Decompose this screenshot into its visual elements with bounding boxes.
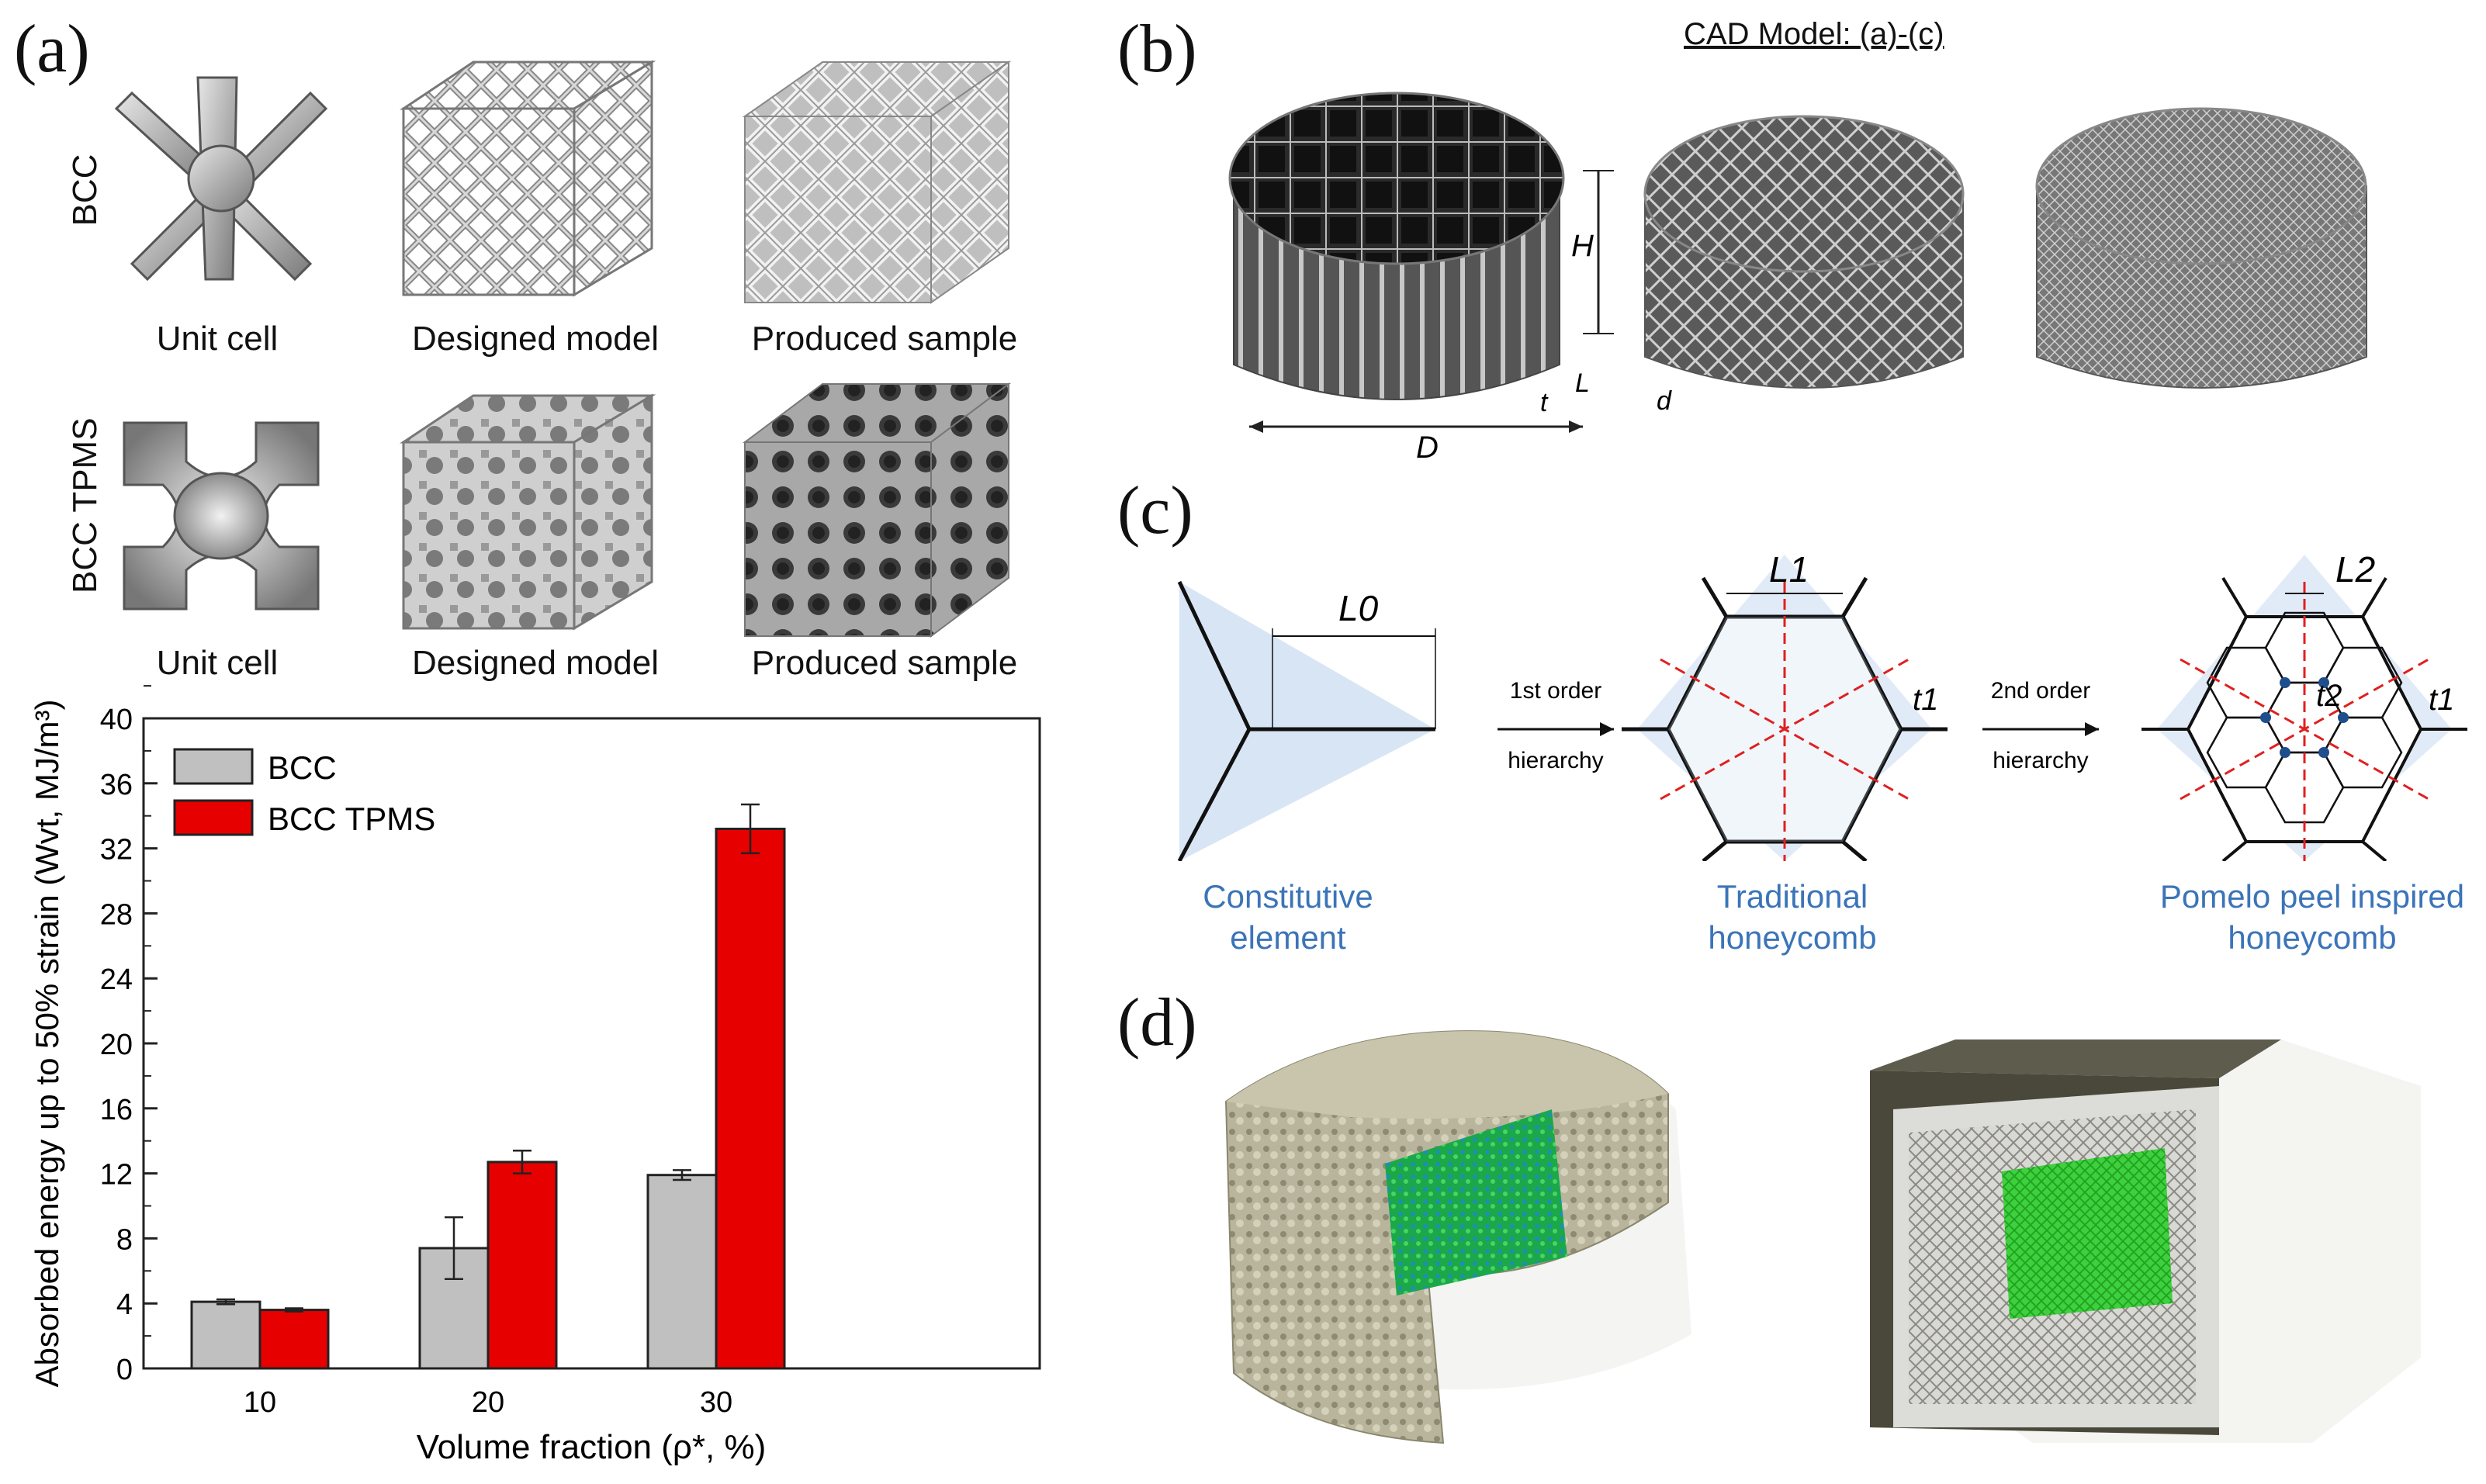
scaffold-block xyxy=(1870,1039,2421,1443)
bcc-designed-model-image xyxy=(400,60,656,297)
label-L0: L0 xyxy=(1338,588,1379,628)
label-L1: L1 xyxy=(1769,549,1809,590)
y-axis: 0 4 8 12 16 20 24 28 32 36 40 xyxy=(100,685,158,1386)
arrow1-bottom: hierarchy xyxy=(1508,748,1603,773)
y-tick-label: 8 xyxy=(116,1223,133,1256)
y-tick-label: 4 xyxy=(116,1289,133,1321)
label-t1-traditional: t1 xyxy=(1913,683,1938,717)
energy-bar-chart: 0 4 8 12 16 20 24 28 32 36 40 10 20 30 BCC BCC TPMS V… xyxy=(29,685,1041,1466)
square-lattice-cylinder xyxy=(1228,92,1565,400)
x-axis-label: Volume fraction (ρ*, %) xyxy=(417,1428,767,1466)
y-tick-label: 32 xyxy=(100,834,133,867)
label-t2: t2 xyxy=(2316,679,2342,713)
row-label-bcc: BCC xyxy=(66,154,104,227)
panel-a-label: (a) xyxy=(14,12,90,87)
x-tick-label: 30 xyxy=(700,1386,732,1419)
y-tick-label: 0 xyxy=(116,1354,133,1386)
legend-swatch-bcc xyxy=(173,748,254,785)
y-tick-label: 40 xyxy=(100,704,133,736)
dim-D: D xyxy=(1416,431,1439,465)
tpms-designed-model-image xyxy=(400,393,656,631)
cad-models-image: H D t L d xyxy=(1228,92,2367,465)
bar-bcc-10 xyxy=(190,1300,261,1370)
arrow2-top: 2nd order xyxy=(1991,678,2090,704)
caption-bcc-designed-model: Designed model xyxy=(412,320,659,358)
panel-d-label: (d) xyxy=(1117,985,1197,1060)
caption-tpms-unit-cell: Unit cell xyxy=(156,644,279,682)
y-axis-label: Absorbed energy up to 50% strain (Wvt, M… xyxy=(29,700,65,1388)
y-tick-label: 16 xyxy=(100,1094,133,1126)
dim-t: t xyxy=(1540,388,1549,417)
bcc-unit-cell-image xyxy=(114,76,328,282)
y-tick-label: 36 xyxy=(100,769,133,801)
bcc-lattice-cylinder xyxy=(1643,115,1965,389)
dim-d: d xyxy=(1657,386,1672,416)
dim-H: H xyxy=(1571,229,1594,263)
x-tick-label: 20 xyxy=(472,1386,504,1419)
y-tick-label: 20 xyxy=(100,1029,133,1061)
legend: BCC BCC TPMS xyxy=(173,748,435,837)
caption-tpms-designed-model: Designed model xyxy=(412,644,659,682)
bar-bcc-tpms-20 xyxy=(486,1161,558,1370)
panel-b-label: (b) xyxy=(1117,12,1197,87)
legend-label-bcc: BCC xyxy=(268,749,337,786)
bar-bcc-tpms-30 xyxy=(715,827,786,1370)
bone-scaffold-renderings xyxy=(1224,1030,2421,1444)
bar-bcc-30 xyxy=(646,1174,718,1370)
caption-bcc-produced-sample: Produced sample xyxy=(751,320,1018,358)
arrow1-top: 1st order xyxy=(1510,678,1601,704)
tpms-produced-sample-image xyxy=(743,382,1011,638)
bars xyxy=(190,803,786,1370)
row-label-bcc-tpms: BCC TPMS xyxy=(66,417,104,593)
bar-bcc-tpms-10 xyxy=(258,1309,330,1370)
y-tick-label: 12 xyxy=(100,1159,133,1192)
label-t1-pomelo: t1 xyxy=(2429,683,2454,717)
legend-swatch-bcc-tpms xyxy=(173,799,254,836)
legend-label-bcc-tpms: BCC TPMS xyxy=(268,801,435,837)
dim-L: L xyxy=(1575,368,1590,398)
cad-model-title: CAD Model: (a)-(c) xyxy=(1684,17,1944,51)
y-tick-label: 28 xyxy=(100,898,133,931)
bone-block xyxy=(1224,1030,1691,1444)
bcc-produced-sample-image xyxy=(742,61,1012,304)
caption-bcc-unit-cell: Unit cell xyxy=(156,320,279,358)
caption-tpms-produced-sample: Produced sample xyxy=(751,644,1018,682)
tpms-unit-cell-image xyxy=(123,421,320,611)
x-axis: 10 20 30 xyxy=(244,1356,732,1419)
honeycomb-hierarchy-diagram: L0 1st order hierarchy L1 t1 2nd order h… xyxy=(1177,549,2467,861)
arrow2-bottom: hierarchy xyxy=(1993,748,2088,773)
y-tick-label: 24 xyxy=(100,963,133,996)
panel-c-label: (c) xyxy=(1117,473,1193,548)
label-L2: L2 xyxy=(2335,549,2375,590)
x-tick-label: 10 xyxy=(244,1386,276,1419)
fine-lattice-cylinder xyxy=(2035,107,2367,389)
